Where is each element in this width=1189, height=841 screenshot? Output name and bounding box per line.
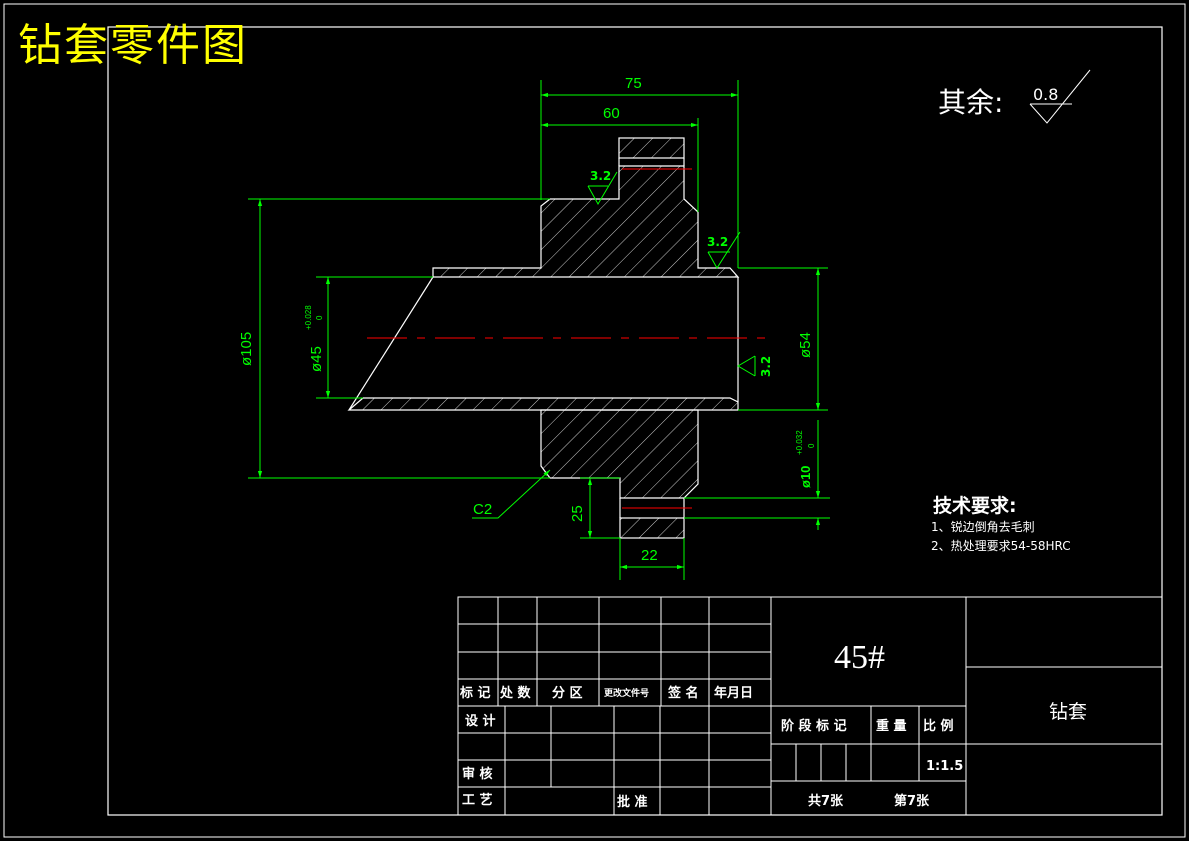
title-block-grid [457, 596, 1163, 816]
dim-45-tol-upper: +0.028 [304, 305, 313, 330]
approve-label: 批 准 [617, 794, 648, 810]
tech-requirements: 技术要求: 1、锐边倒角去毛刺 2、热处理要求54-58HRC [931, 494, 1071, 553]
part-name: 钻套 [1049, 701, 1087, 723]
material: 45# [834, 639, 885, 676]
lower-section [540, 409, 699, 499]
tech-requirements-heading: 技术要求: [933, 494, 1017, 517]
part-section [347, 137, 770, 539]
roughness-note-label: 其余: [938, 86, 1003, 119]
lower-wall [347, 397, 739, 411]
dim-60: 60 [603, 105, 620, 122]
dim-10-tol-lower: 0 [807, 443, 816, 448]
header-mark: 标 记 [459, 685, 491, 701]
dim-10-tol-upper: +0.032 [795, 430, 804, 455]
dim-25: 25 [569, 505, 586, 522]
header-date: 年月日 [714, 685, 753, 701]
scale-value: 1:1.5 [926, 759, 963, 774]
tech-requirement-2: 2、热处理要求54-58HRC [931, 539, 1071, 553]
header-zone: 分 区 [552, 685, 583, 701]
lower-lug [619, 517, 685, 539]
dim-22: 22 [641, 547, 658, 564]
roughness-mark-2: 3.2 [707, 235, 728, 249]
dim-54: ø54 [797, 332, 814, 358]
design-label: 设 计 [465, 713, 496, 729]
header-sign: 签 名 [667, 685, 699, 701]
upper-section [432, 165, 740, 278]
roughness-note-value: 0.8 [1033, 85, 1058, 104]
dim-chamfer: C2 [473, 501, 492, 518]
sheet-number: 第7张 [894, 793, 930, 809]
header-change-doc: 更改文件号 [604, 687, 649, 699]
header-count: 处 数 [499, 685, 532, 701]
dim-105: ø105 [238, 332, 255, 366]
review-label: 审 核 [462, 766, 493, 782]
roughness-mark-3: 3.2 [759, 356, 773, 377]
outer-frame [3, 3, 1186, 838]
drawing-title: 钻套零件图 [18, 20, 248, 71]
dim-45-tol-lower: 0 [315, 315, 324, 320]
dim-75: 75 [625, 75, 642, 92]
weight-label: 重 量 [876, 718, 907, 734]
roughness-mark-1: 3.2 [590, 169, 611, 183]
stage-mark-label: 阶 段 标 记 [781, 718, 847, 734]
tech-requirement-1: 1、锐边倒角去毛刺 [931, 520, 1035, 534]
dim-45: ø45 [308, 346, 325, 372]
process-label: 工 艺 [462, 792, 493, 808]
sheets-total: 共7张 [808, 793, 844, 809]
dim-10: ø10 [798, 466, 813, 488]
scale-label: 比 例 [923, 718, 954, 734]
dimension-lines [248, 80, 830, 580]
upper-lug [618, 137, 685, 159]
general-roughness-note: 其余: 0.8 [938, 69, 1091, 124]
